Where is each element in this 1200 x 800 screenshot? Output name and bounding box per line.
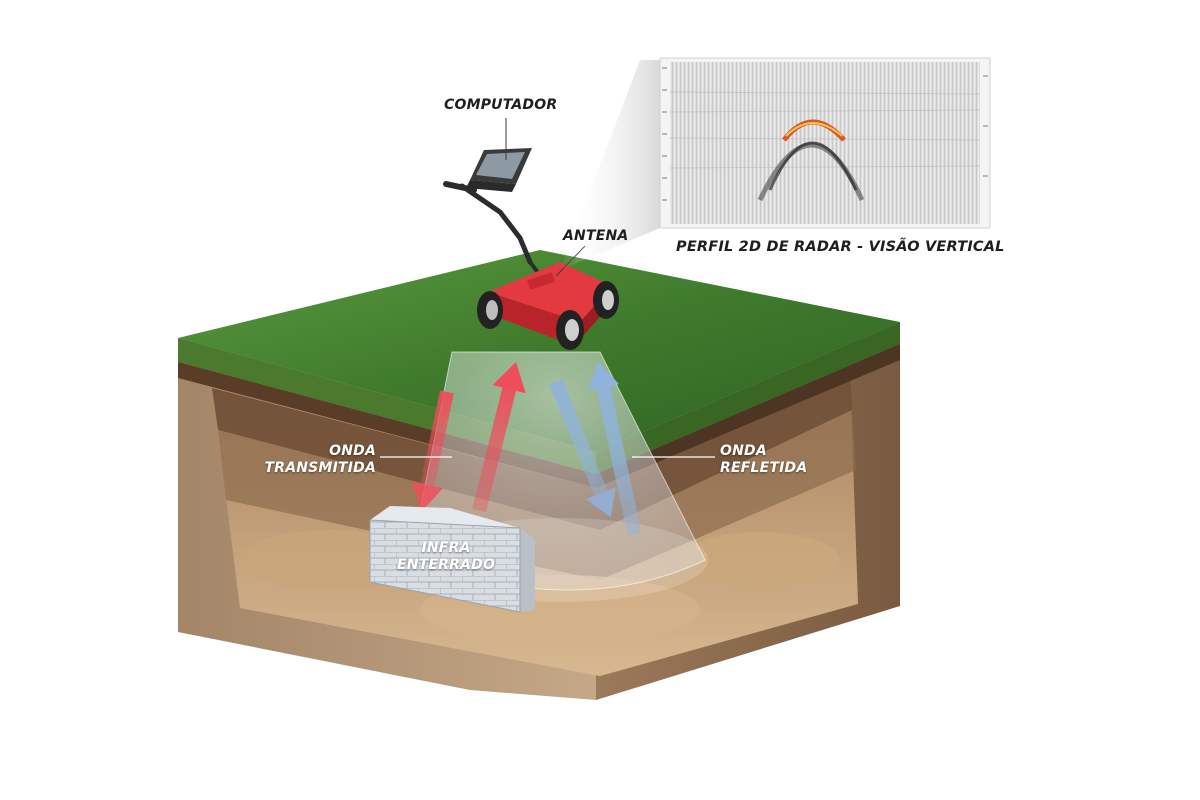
antenna-label: ANTENA bbox=[563, 228, 629, 244]
gpr-cart-icon bbox=[443, 148, 619, 350]
transmitted-wave-arrows bbox=[411, 362, 526, 513]
brick-wall-icon bbox=[369, 506, 535, 613]
cart-wheel bbox=[556, 310, 584, 350]
laptop-icon bbox=[466, 148, 532, 192]
reflected-wave-label: ONDA REFLETIDA bbox=[720, 443, 808, 476]
radar-profile-panel bbox=[560, 57, 991, 270]
reflected-wave-arrows bbox=[549, 362, 642, 536]
cart-wheel bbox=[477, 291, 503, 329]
computer-label: COMPUTADOR bbox=[444, 97, 558, 113]
radar-profile-caption: PERFIL 2D DE RADAR - VISÃO VERTICAL bbox=[676, 239, 1005, 255]
cart-wheel bbox=[593, 281, 619, 319]
buried-infra-label: INFRA ENTERRADO bbox=[396, 540, 496, 573]
transmitted-wave-label: ONDA TRANSMITIDA bbox=[264, 443, 376, 476]
